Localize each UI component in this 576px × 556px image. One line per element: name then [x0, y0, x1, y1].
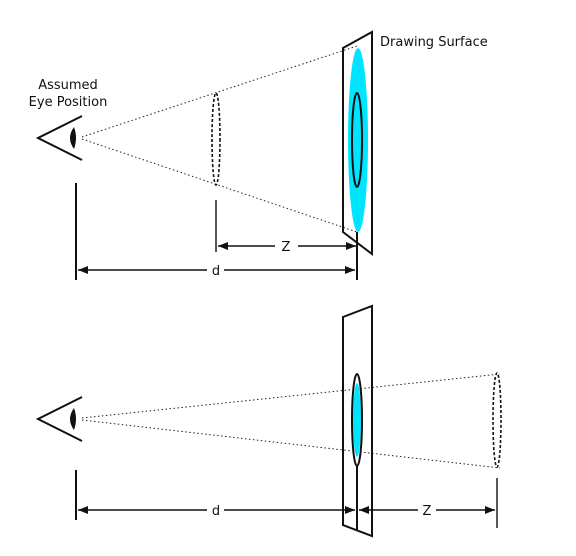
projection-fill — [348, 48, 368, 232]
top-diagram: Assumed Eye Position Drawing Surface Z d — [29, 30, 488, 280]
virtual-object-ellipse — [492, 372, 502, 468]
eye-position-label-line1: Assumed — [38, 78, 98, 93]
sight-line-lower — [81, 419, 501, 469]
drawing-surface-label: Drawing Surface — [380, 35, 488, 50]
eye-icon — [35, 396, 83, 442]
z-dimension-label: Z — [423, 504, 432, 519]
z-dimension-label: Z — [282, 240, 291, 255]
projection-fill — [353, 383, 361, 457]
virtual-object-ellipse — [211, 92, 221, 186]
d-dimension-label: d — [212, 264, 220, 279]
bottom-diagram: d Z — [35, 304, 502, 538]
drawing-surface-plane — [342, 304, 373, 538]
surface-object-ellipse — [351, 92, 363, 188]
eye-position-label-line2: Eye Position — [29, 95, 108, 110]
d-dimension-label: d — [212, 504, 220, 519]
eye-icon — [35, 115, 83, 161]
sight-line-lower — [81, 138, 358, 233]
drawing-surface-plane — [342, 30, 373, 257]
sight-line-upper — [81, 373, 501, 419]
sight-line-upper — [81, 45, 358, 138]
